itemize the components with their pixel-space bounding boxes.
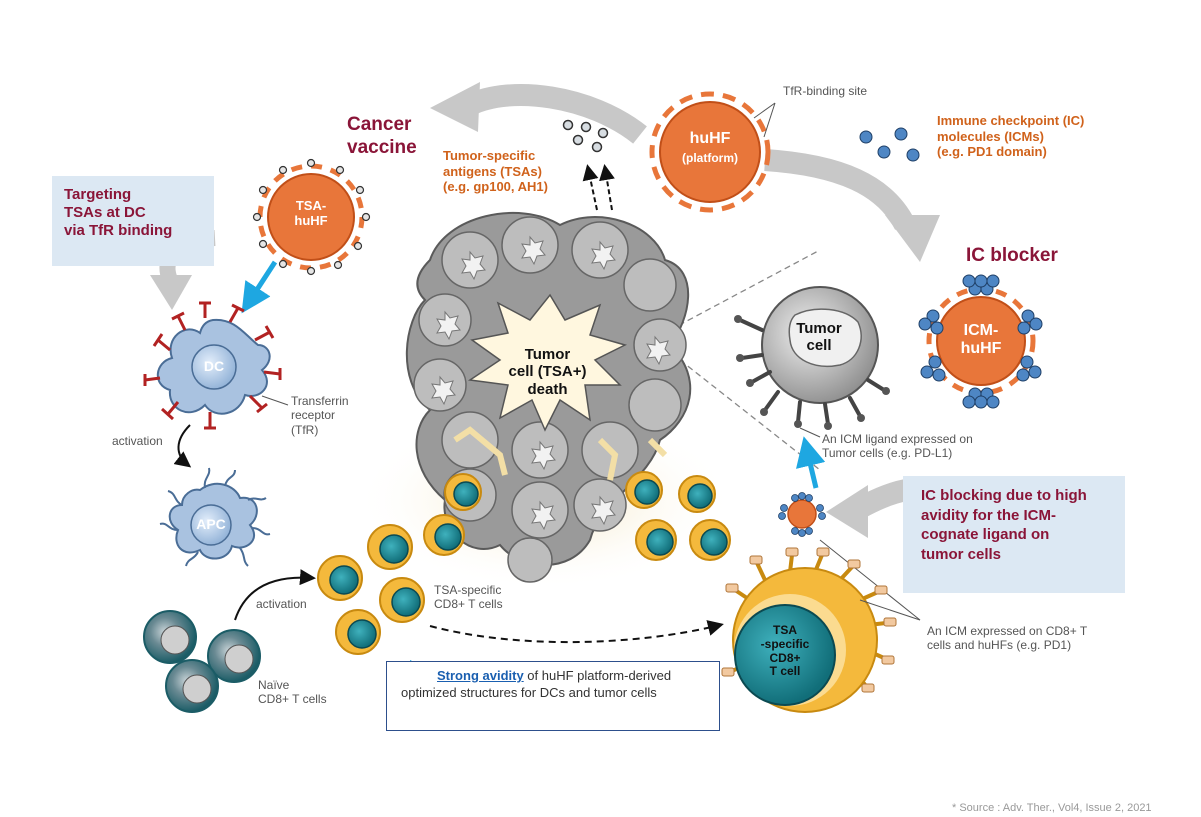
tsa-specific-t-cell (721, 547, 897, 713)
icm-ligand-label: An ICM ligand expressed on Tumor cells (… (822, 432, 973, 461)
cancer-vaccine-heading: Cancer vaccine (347, 114, 417, 158)
apc-text: APC (196, 516, 226, 532)
legend-rest: of huHF platform-derived (523, 668, 672, 683)
ic-blocking-text: IC blocking due to high avidity for the … (921, 487, 1087, 563)
tsa-specific-cells (317, 471, 731, 655)
targeting-text: Targeting TSAs at DC via TfR binding (64, 186, 173, 239)
tumor-cell (734, 286, 890, 430)
tumor-mass (405, 212, 692, 583)
tsa-antigens-label: Tumor-specific antigens (TSAs) (e.g. gp1… (443, 148, 548, 195)
huhf-platform-title: huHF (689, 130, 731, 147)
transferrin-receptor-label: Transferrin receptor (TfR) (291, 394, 349, 437)
dc-cell (143, 301, 282, 430)
tfr-binding-site-label: TfR-binding site (783, 84, 868, 98)
tsa-specific-cd8-label: TSA-specific CD8+ T cells (434, 583, 503, 612)
huhf-platform-sub: (platform) (682, 151, 738, 165)
legend-box: Strong avidity of huHF platform-derived … (386, 661, 720, 731)
ic-blocker-heading: IC blocker (966, 245, 1058, 266)
naive-cd8-label: Naïve CD8+ T cells (258, 678, 327, 707)
legend-line1: Strong avidity of huHF platform-derived (437, 668, 671, 684)
icm-expressed-label: An ICM expressed on CD8+ T cells and huH… (927, 624, 1088, 653)
naive-cd8-cells (143, 610, 261, 713)
icm-molecules-label: Immune checkpoint (IC) molecules (ICMs) … (937, 113, 1085, 160)
tsa-tcell-text: TSA -specific CD8+ T cell (760, 623, 810, 679)
tsa-huhf-text: TSA- huHF (294, 198, 328, 228)
legend-line2: optimized structures for DCs and tumor c… (401, 685, 657, 700)
activation-label-1: activation (112, 434, 163, 448)
ic-blocking-box: IC blocking due to high avidity for the … (903, 476, 1125, 593)
tumor-center-text: Tumor cell (TSA+) death (508, 346, 587, 398)
activation-label-2: activation (256, 597, 307, 611)
targeting-box: Targeting TSAs at DC via TfR binding (52, 176, 214, 266)
source-citation: * Source : Adv. Ther., Vol4, Issue 2, 20… (952, 802, 1152, 814)
legend-strong: Strong avidity (437, 668, 524, 683)
tumor-cell-text: Tumor cell (796, 320, 842, 355)
icm-huhf-text: ICM- huHF (960, 322, 1002, 358)
dc-text: DC (203, 358, 225, 374)
apc-cell (159, 467, 271, 567)
